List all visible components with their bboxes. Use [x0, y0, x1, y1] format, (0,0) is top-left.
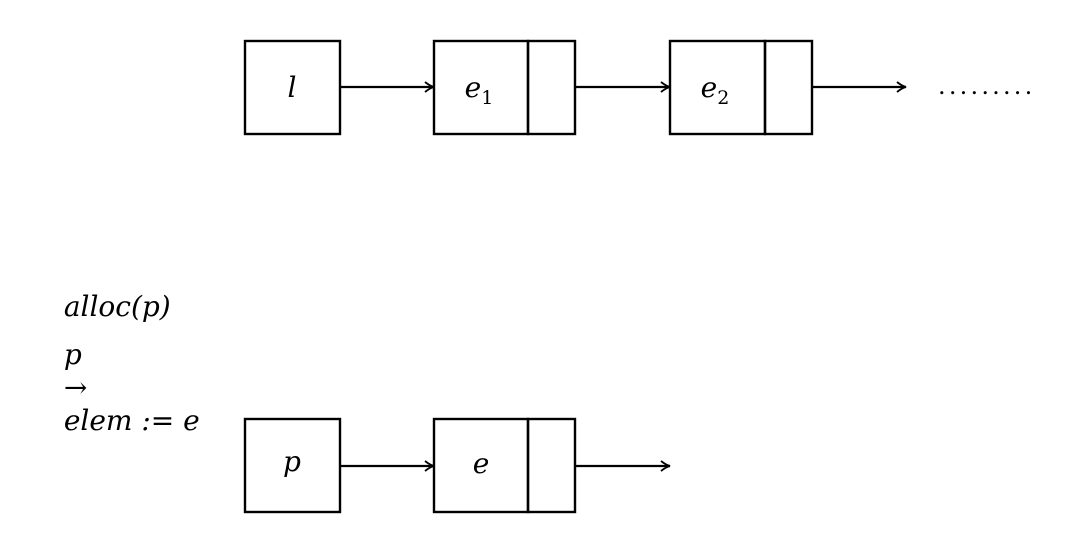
node2-next-cell [763, 39, 814, 136]
code-line-assign-lhs: p [63, 338, 82, 371]
node2-elem-label: e2 [701, 71, 730, 109]
right-arrow-icon: → [63, 371, 88, 404]
code-line-alloc-text: alloc(p) [63, 290, 171, 323]
code-line-alloc: alloc(p) [46, 257, 171, 323]
pointer-p-label: p [283, 445, 301, 478]
code-line-assign-rhs: elem := e [63, 404, 200, 437]
new-node-diagram: p e [243, 417, 671, 514]
top-list: l e1 e2 ......... [243, 39, 1035, 136]
new-node-next-cell [526, 417, 577, 514]
head-pointer-label: l [288, 71, 297, 104]
code-line-assign: p → elem := e [46, 305, 200, 437]
node1-elem-label: e1 [465, 71, 494, 109]
node1-next-cell [526, 39, 577, 136]
new-node-elem-label: e [473, 447, 490, 480]
continuation-dots: ......... [938, 72, 1035, 100]
